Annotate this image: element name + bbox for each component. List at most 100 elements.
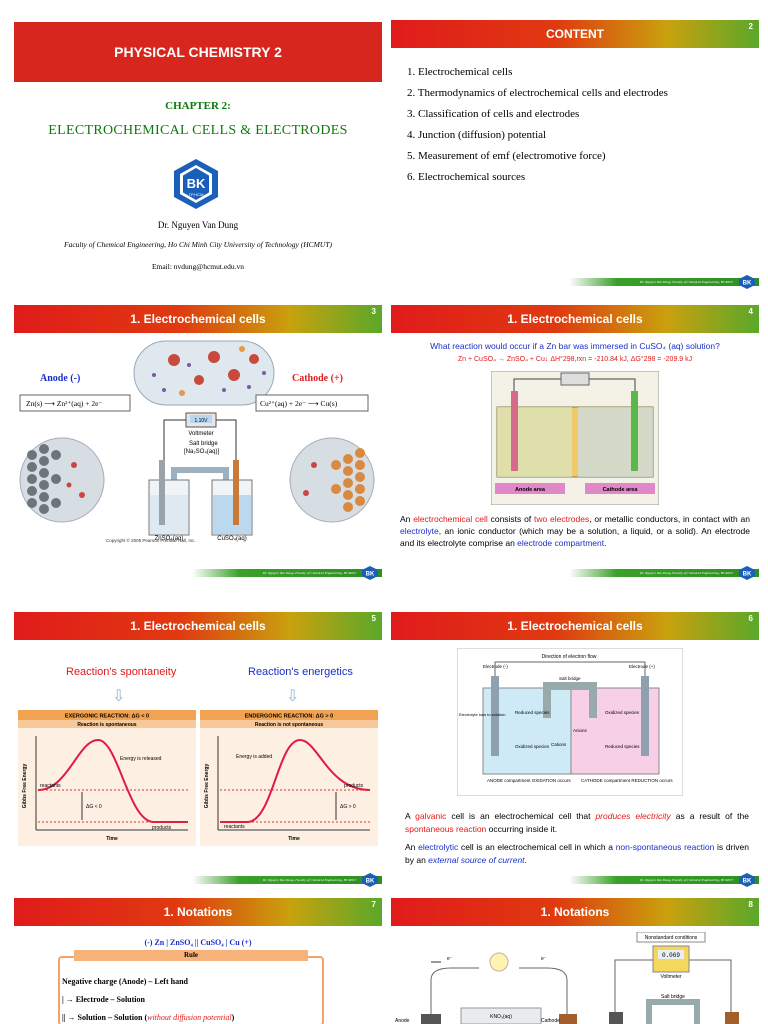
author-name: Dr. Nguyen Van Dung	[157, 220, 239, 230]
text-run: .	[524, 855, 527, 865]
svg-text:reactants: reactants	[40, 783, 61, 789]
gibbs-energy-diagrams: EXERGONIC REACTION: ΔG < 0 Reaction is s…	[18, 710, 378, 846]
text-run: spontaneous reaction	[405, 824, 487, 834]
text-run: non-spontaneous reaction	[615, 842, 715, 852]
svg-text:BK: BK	[743, 281, 752, 287]
text-run: as a result of the	[670, 811, 750, 821]
page-number: 6	[748, 614, 753, 623]
content-list: 1. Electrochemical cells 2. Thermodynami…	[407, 66, 668, 192]
cell-diagram: Anode area Cathode area	[491, 371, 659, 505]
svg-text:Time: Time	[288, 836, 300, 842]
text-run: cell is an electrochemical cell that	[446, 811, 596, 821]
chapter-title: ELECTROCHEMICAL CELLS & ELECTRODES	[48, 123, 348, 138]
text-run: galvanic	[415, 811, 447, 821]
logo-text: BK	[187, 176, 206, 191]
exergonic-subtitle: Reaction is spontaneous	[77, 722, 136, 728]
page-number: 4	[748, 307, 753, 316]
slide-footer: Dr. Nguyen Van Dung, Faculty of Chemical…	[569, 876, 759, 884]
slide-8-notations: 1. Notations 8 e⁻ e⁻ KNO₃(aq) Anode Cath…	[391, 898, 759, 1024]
svg-text:BK: BK	[743, 879, 752, 885]
svg-text:products: products	[344, 783, 364, 789]
content-item: 6. Electrochemical sources	[407, 171, 526, 183]
copyright-note: Copyright © 2005 Pearson Prentice Hall, …	[106, 537, 196, 543]
voltmeter-label: Voltmeter	[188, 431, 213, 437]
text-run: electrode compartment	[517, 538, 605, 548]
definition-paragraph: An electrochemical cell consists of two …	[400, 513, 750, 549]
svg-text:Nonstandard conditions: Nonstandard conditions	[645, 935, 698, 941]
svg-text:Reduced species: Reduced species	[605, 744, 640, 749]
content-item: 2. Thermodynamics of electrochemical cel…	[407, 87, 668, 99]
slide-header: 1. Electrochemical cells	[391, 612, 759, 640]
salt-bridge-formula: [Na₂SO₄(aq)]	[184, 449, 219, 455]
chapter-label: CHAPTER 2:	[165, 100, 231, 112]
page-number: 3	[371, 307, 376, 316]
svg-text:e⁻: e⁻	[447, 956, 453, 962]
text-run: produces electricity	[595, 811, 671, 821]
left-beaker-label: ZnSO₄(aq)	[155, 536, 184, 542]
right-beaker-label: CuSO₄(aq)	[217, 536, 246, 542]
svg-text:Reduced species: Reduced species	[515, 710, 550, 715]
down-arrow-icon: ⇩	[286, 688, 300, 705]
svg-text:ΔG < 0: ΔG < 0	[86, 804, 102, 810]
rule-line: || → Solution – Solution (without diffus…	[62, 1013, 235, 1022]
reaction-equation: Zn + CuSO₄ → ZnSO₄ + Cu↓ ΔH°298,rxn = -2…	[457, 356, 693, 363]
svg-text:Cations: Cations	[551, 742, 567, 747]
slide-header: 1. Electrochemical cells	[14, 612, 382, 640]
galvanic-definition: A galvanic cell is an electrochemical ce…	[405, 810, 749, 836]
slide-1-title: PHYSICAL CHEMISTRY 2 CHAPTER 2: ELECTROC…	[14, 22, 382, 292]
svg-text:CATHODE compartment REDUCTION: CATHODE compartment REDUCTION occurs	[581, 778, 673, 783]
cell-notation: (-) Zn | ZnSO₄ || CuSO₄ | Cu (+)	[144, 938, 252, 947]
endergonic-title: ENDERGONIC REACTION: ΔG > 0	[245, 714, 333, 720]
svg-text:BK: BK	[366, 879, 375, 885]
svg-text:Energy is added: Energy is added	[236, 754, 272, 760]
slide-footer: Dr. Nguyen Van Dung, Faculty of Chemical…	[192, 876, 382, 884]
slide-5-energetics: 1. Electrochemical cells 5 Reaction's sp…	[14, 612, 382, 890]
page-number: 5	[371, 614, 376, 623]
text-run: An	[400, 514, 414, 524]
page-number: 7	[371, 900, 376, 909]
svg-text:Electrode (-): Electrode (-)	[483, 664, 508, 669]
svg-text:Time: Time	[106, 836, 118, 842]
page-number: 2	[748, 22, 753, 31]
bk-logo-icon: BK	[739, 275, 755, 289]
slide-header: 1. Notations	[391, 898, 759, 926]
galvanic-cell-illustration: 1.10V Voltmeter Salt bridge [Na₂SO₄(aq)]…	[19, 340, 375, 543]
svg-text:Energy is released: Energy is released	[120, 756, 162, 762]
svg-text:reactants: reactants	[224, 824, 245, 830]
affiliation: Faculty of Chemical Engineering, Ho Chi …	[63, 240, 333, 249]
slide-header: 1. Notations	[14, 898, 382, 926]
author-email: Email: nvdung@hcmut.edu.vn	[151, 262, 245, 271]
text-run: occurring inside it.	[486, 824, 558, 834]
bk-logo-icon: BK	[362, 873, 378, 887]
content-item: 1. Electrochemical cells	[407, 66, 513, 78]
anode-label: Anode (-)	[40, 373, 80, 384]
slide-header: 1. Electrochemical cells	[391, 305, 759, 333]
svg-text:BK: BK	[743, 572, 752, 578]
electrolytic-definition: An electrolytic cell is an electrochemic…	[405, 841, 749, 867]
text-run: , or metallic conductors, in contact wit…	[589, 514, 750, 524]
svg-text:Anode: Anode	[395, 1018, 410, 1024]
text-run: electrolyte	[400, 526, 439, 536]
svg-text:BK: BK	[366, 572, 375, 578]
text-run: is driven by an	[405, 842, 749, 865]
slide-3-cell: 1. Electrochemical cells 3 1.10V Voltmet…	[14, 305, 382, 583]
bk-logo-icon: BK	[362, 566, 378, 580]
svg-text:e⁻: e⁻	[541, 956, 547, 962]
course-title: PHYSICAL CHEMISTRY 2	[14, 22, 382, 82]
svg-text:Salt bridge: Salt bridge	[661, 994, 685, 1000]
slide-2-content: CONTENT 2 1. Electrochemical cells 2. Th…	[391, 20, 759, 292]
text-run: An	[405, 842, 419, 852]
electron-flow-label: Direction of electron flow	[542, 654, 597, 660]
salt-bridge-label: Salt bridge	[189, 441, 218, 447]
down-arrow-icon: ⇩	[112, 688, 126, 705]
svg-text:Gibbs Free Energy: Gibbs Free Energy	[204, 764, 210, 809]
svg-text:Electrolyte ions to solution: Electrolyte ions to solution	[459, 712, 505, 717]
slide-header: 1. Electrochemical cells	[14, 305, 382, 333]
rule-line: Negative charge (Anode) – Left hand	[62, 977, 188, 986]
spontaneity-label: Reaction's spontaneity	[66, 666, 177, 678]
energetics-label: Reaction's energetics	[248, 666, 353, 678]
page-number: 8	[748, 900, 753, 909]
svg-text:products: products	[152, 825, 172, 831]
voltmeter-reading: 1.10V	[194, 418, 208, 424]
content-item: 4. Junction (diffusion) potential	[407, 129, 547, 141]
